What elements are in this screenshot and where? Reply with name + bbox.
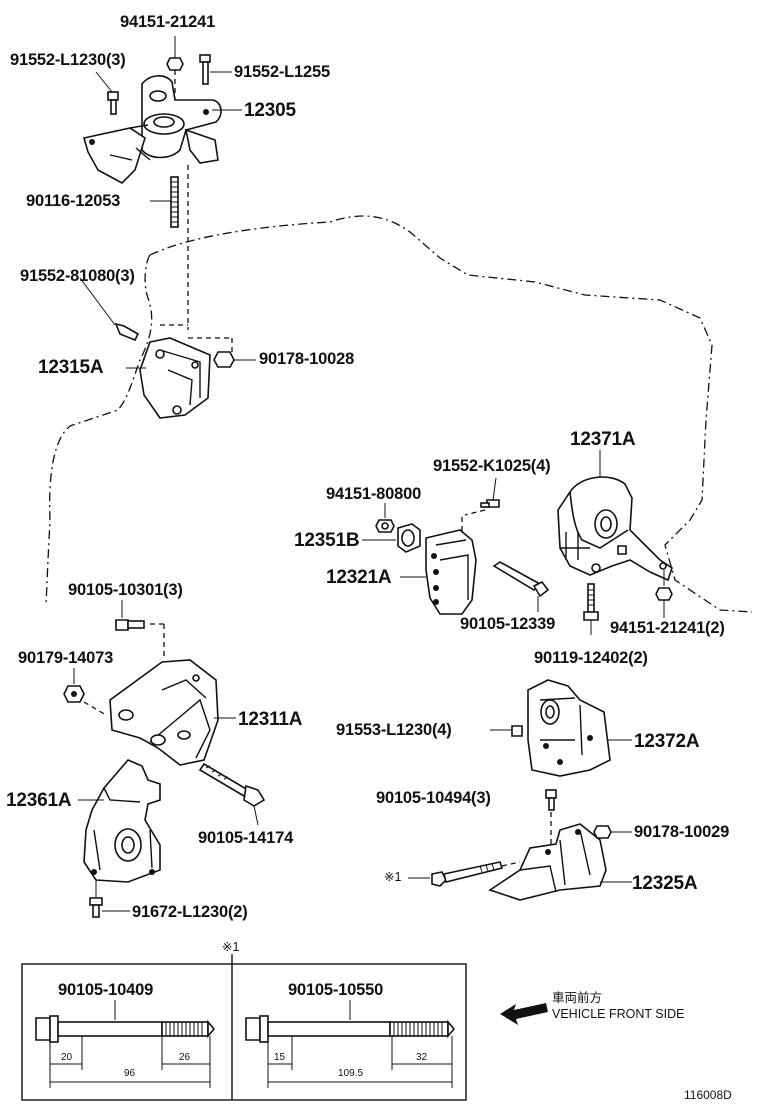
label-90179-14073: 90179-14073	[18, 649, 114, 667]
reference-code: 116008D	[684, 1088, 732, 1102]
note-mark-top: ※1	[222, 940, 240, 954]
bolt-left-dim-thread: 26	[179, 1052, 191, 1063]
label-12361A: 12361A	[6, 790, 72, 811]
nut-top-drawing	[166, 36, 184, 98]
cushion-12351B-drawing	[362, 523, 421, 553]
label-12325A: 12325A	[632, 873, 698, 894]
label-94151-21241-2: 94151-21241(2)	[610, 619, 725, 637]
label-12305: 12305	[244, 100, 296, 121]
bolt-left-dim-head: 20	[61, 1052, 73, 1063]
front-note-en: VEHICLE FRONT SIDE	[552, 1007, 685, 1021]
label-90119-12402-2: 90119-12402(2)	[534, 649, 648, 667]
bolt-91552-K1025-drawing	[461, 477, 500, 540]
bracket-12311A-drawing	[63, 600, 236, 766]
bolt-90105-12339-drawing	[492, 561, 550, 612]
nut-94151-80800-drawing	[375, 503, 395, 533]
bolt-91552-L1255-drawing	[199, 54, 232, 85]
label-91672-L1230-2: 91672-L1230(2)	[132, 903, 248, 921]
bracket-12321A-drawing	[400, 529, 477, 615]
bolt-table-box	[21, 954, 467, 1101]
bracket-12325A-drawing	[408, 823, 632, 901]
bolt-right-dim-head: 15	[274, 1052, 286, 1063]
note-mark-1: ※1	[384, 870, 402, 884]
label-12372A: 12372A	[634, 731, 700, 752]
mount-12372A-drawing	[490, 679, 632, 777]
mount-12371A-drawing	[557, 450, 673, 618]
bolt-90105-10494-drawing	[545, 789, 557, 845]
label-91552-81080-3: 91552-81080(3)	[20, 267, 135, 285]
label-12371A: 12371A	[570, 429, 636, 450]
label-91552-K1025-4: 91552-K1025(4)	[433, 457, 551, 475]
label-90178-10028: 90178-10028	[259, 350, 355, 368]
label-12321A: 12321A	[326, 567, 392, 588]
label-91552-L1255: 91552-L1255	[234, 63, 330, 81]
bolt-right-part: 90105-10550	[288, 981, 384, 999]
label-90105-10494-3: 90105-10494(3)	[376, 789, 491, 807]
label-94151-21241-top: 94151-21241	[120, 13, 216, 31]
bracket-12315A-drawing	[79, 277, 256, 419]
label-12311A: 12311A	[238, 709, 303, 730]
bolt-left-dim-total: 96	[124, 1068, 136, 1079]
bolt-91552-L1230-drawing	[95, 71, 119, 115]
label-90105-12339: 90105-12339	[460, 615, 556, 633]
label-12315A: 12315A	[38, 357, 104, 378]
engine-outline	[149, 215, 753, 613]
label-91552-L1230-3: 91552-L1230(3)	[10, 51, 126, 69]
front-arrow-icon	[500, 1003, 548, 1025]
stud-90116-drawing	[150, 176, 179, 228]
bolt-right-dim-total: 109.5	[338, 1068, 364, 1079]
bolt-left-part: 90105-10409	[58, 981, 154, 999]
bolt-90119-12402-drawing	[583, 583, 599, 635]
bolt-90105-14174-drawing	[198, 762, 266, 826]
bolt-right-dim-thread: 32	[416, 1052, 428, 1063]
label-12351B: 12351B	[294, 530, 360, 551]
engine-outline-left	[45, 254, 153, 606]
label-94151-80800: 94151-80800	[326, 485, 422, 503]
front-note-jp: 車両前方	[552, 991, 603, 1005]
label-90105-14174: 90105-14174	[198, 829, 294, 847]
label-90105-10301-3: 90105-10301(3)	[68, 581, 183, 599]
label-90178-10029: 90178-10029	[634, 823, 730, 841]
mount-12361A-drawing	[78, 759, 161, 918]
label-90116-12053: 90116-12053	[26, 192, 121, 210]
mount-12305-drawing	[82, 75, 222, 184]
label-91553-L1230-4: 91553-L1230(4)	[336, 721, 452, 739]
